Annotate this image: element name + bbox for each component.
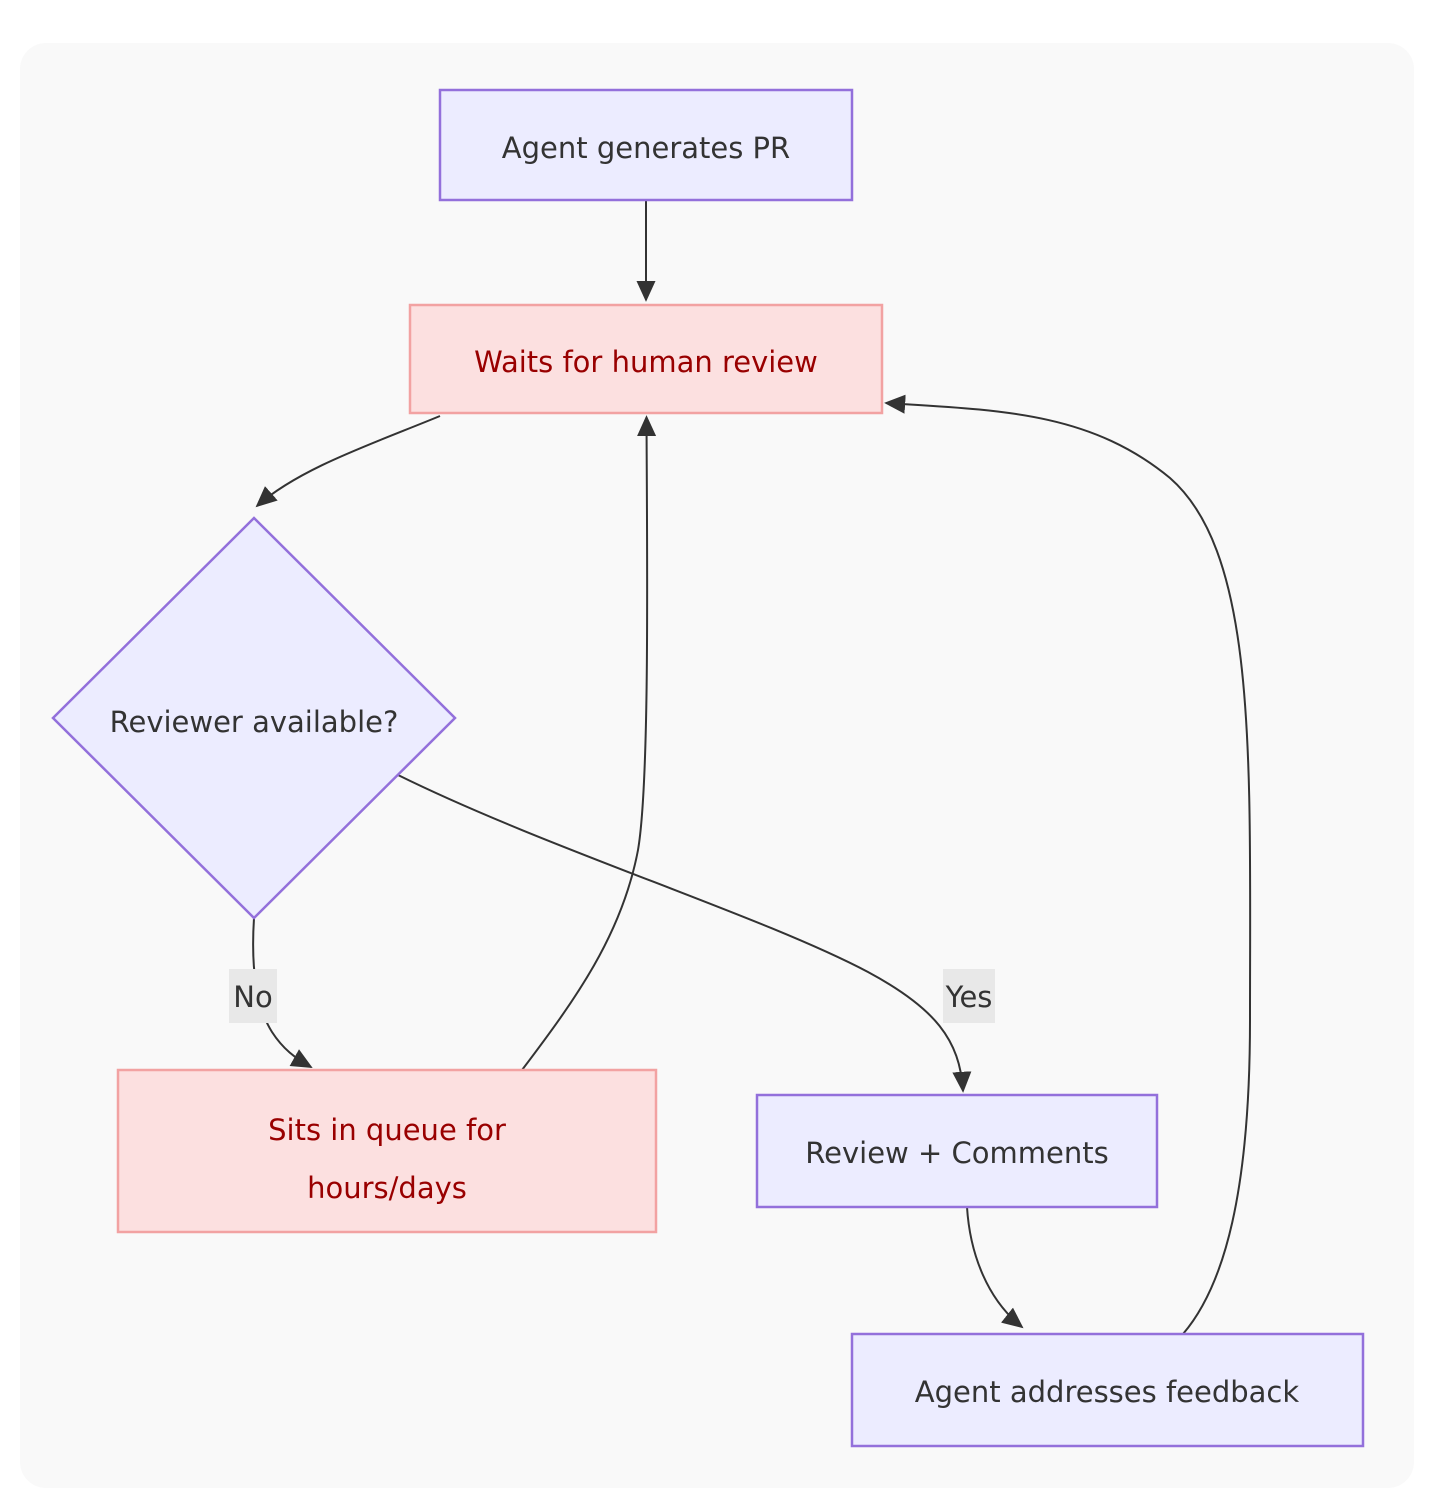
edge-decision-to-review-yes (397, 774, 972, 1093)
edge-label-yes: Yes (943, 969, 995, 1023)
edge-queue-to-waits (521, 415, 657, 1071)
node-review-comments: Review + Comments (755, 1093, 1159, 1209)
edge-label-no-bg (229, 969, 277, 1023)
node-reviewer-available-shape (51, 516, 457, 920)
node-reviewer-available-label: Reviewer available? (110, 705, 399, 739)
node-reviewer-available-decision: Reviewer available? (51, 516, 457, 920)
node-sits-in-queue-line1: Sits in queue for (268, 1113, 506, 1147)
edge-label-no-text: No (233, 980, 272, 1014)
node-waits-for-human-review-box (408, 303, 884, 415)
node-agent-addresses-feedback-label: Agent addresses feedback (915, 1375, 1300, 1409)
node-agent-addresses-feedback-box (850, 1332, 1365, 1448)
node-waits-for-human-review: Waits for human review (408, 303, 884, 415)
edge-review-to-feedback (966, 1206, 1024, 1329)
edge-label-yes-text: Yes (945, 980, 993, 1014)
node-sits-in-queue-line2: hours/days (307, 1171, 467, 1205)
node-sits-in-queue-box (116, 1068, 658, 1234)
node-agent-addresses-feedback: Agent addresses feedback (850, 1332, 1365, 1448)
node-agent-generates-pr-box (438, 88, 854, 202)
edge-label-no: No (229, 969, 277, 1023)
node-agent-generates-pr: Agent generates PR (438, 88, 854, 202)
edge-waits-to-decision (255, 415, 441, 508)
node-review-comments-box (755, 1093, 1159, 1209)
edges (252, 200, 1252, 1335)
node-agent-generates-pr-label: Agent generates PR (502, 131, 790, 165)
node-review-comments-label: Review + Comments (805, 1136, 1108, 1170)
node-waits-for-human-review-label: Waits for human review (474, 345, 818, 379)
edge-feedback-to-waits (884, 394, 1252, 1335)
node-sits-in-queue: Sits in queue for hours/days (116, 1068, 658, 1234)
edge-label-yes-bg (943, 969, 995, 1023)
edge-decision-to-queue-no (252, 917, 313, 1068)
